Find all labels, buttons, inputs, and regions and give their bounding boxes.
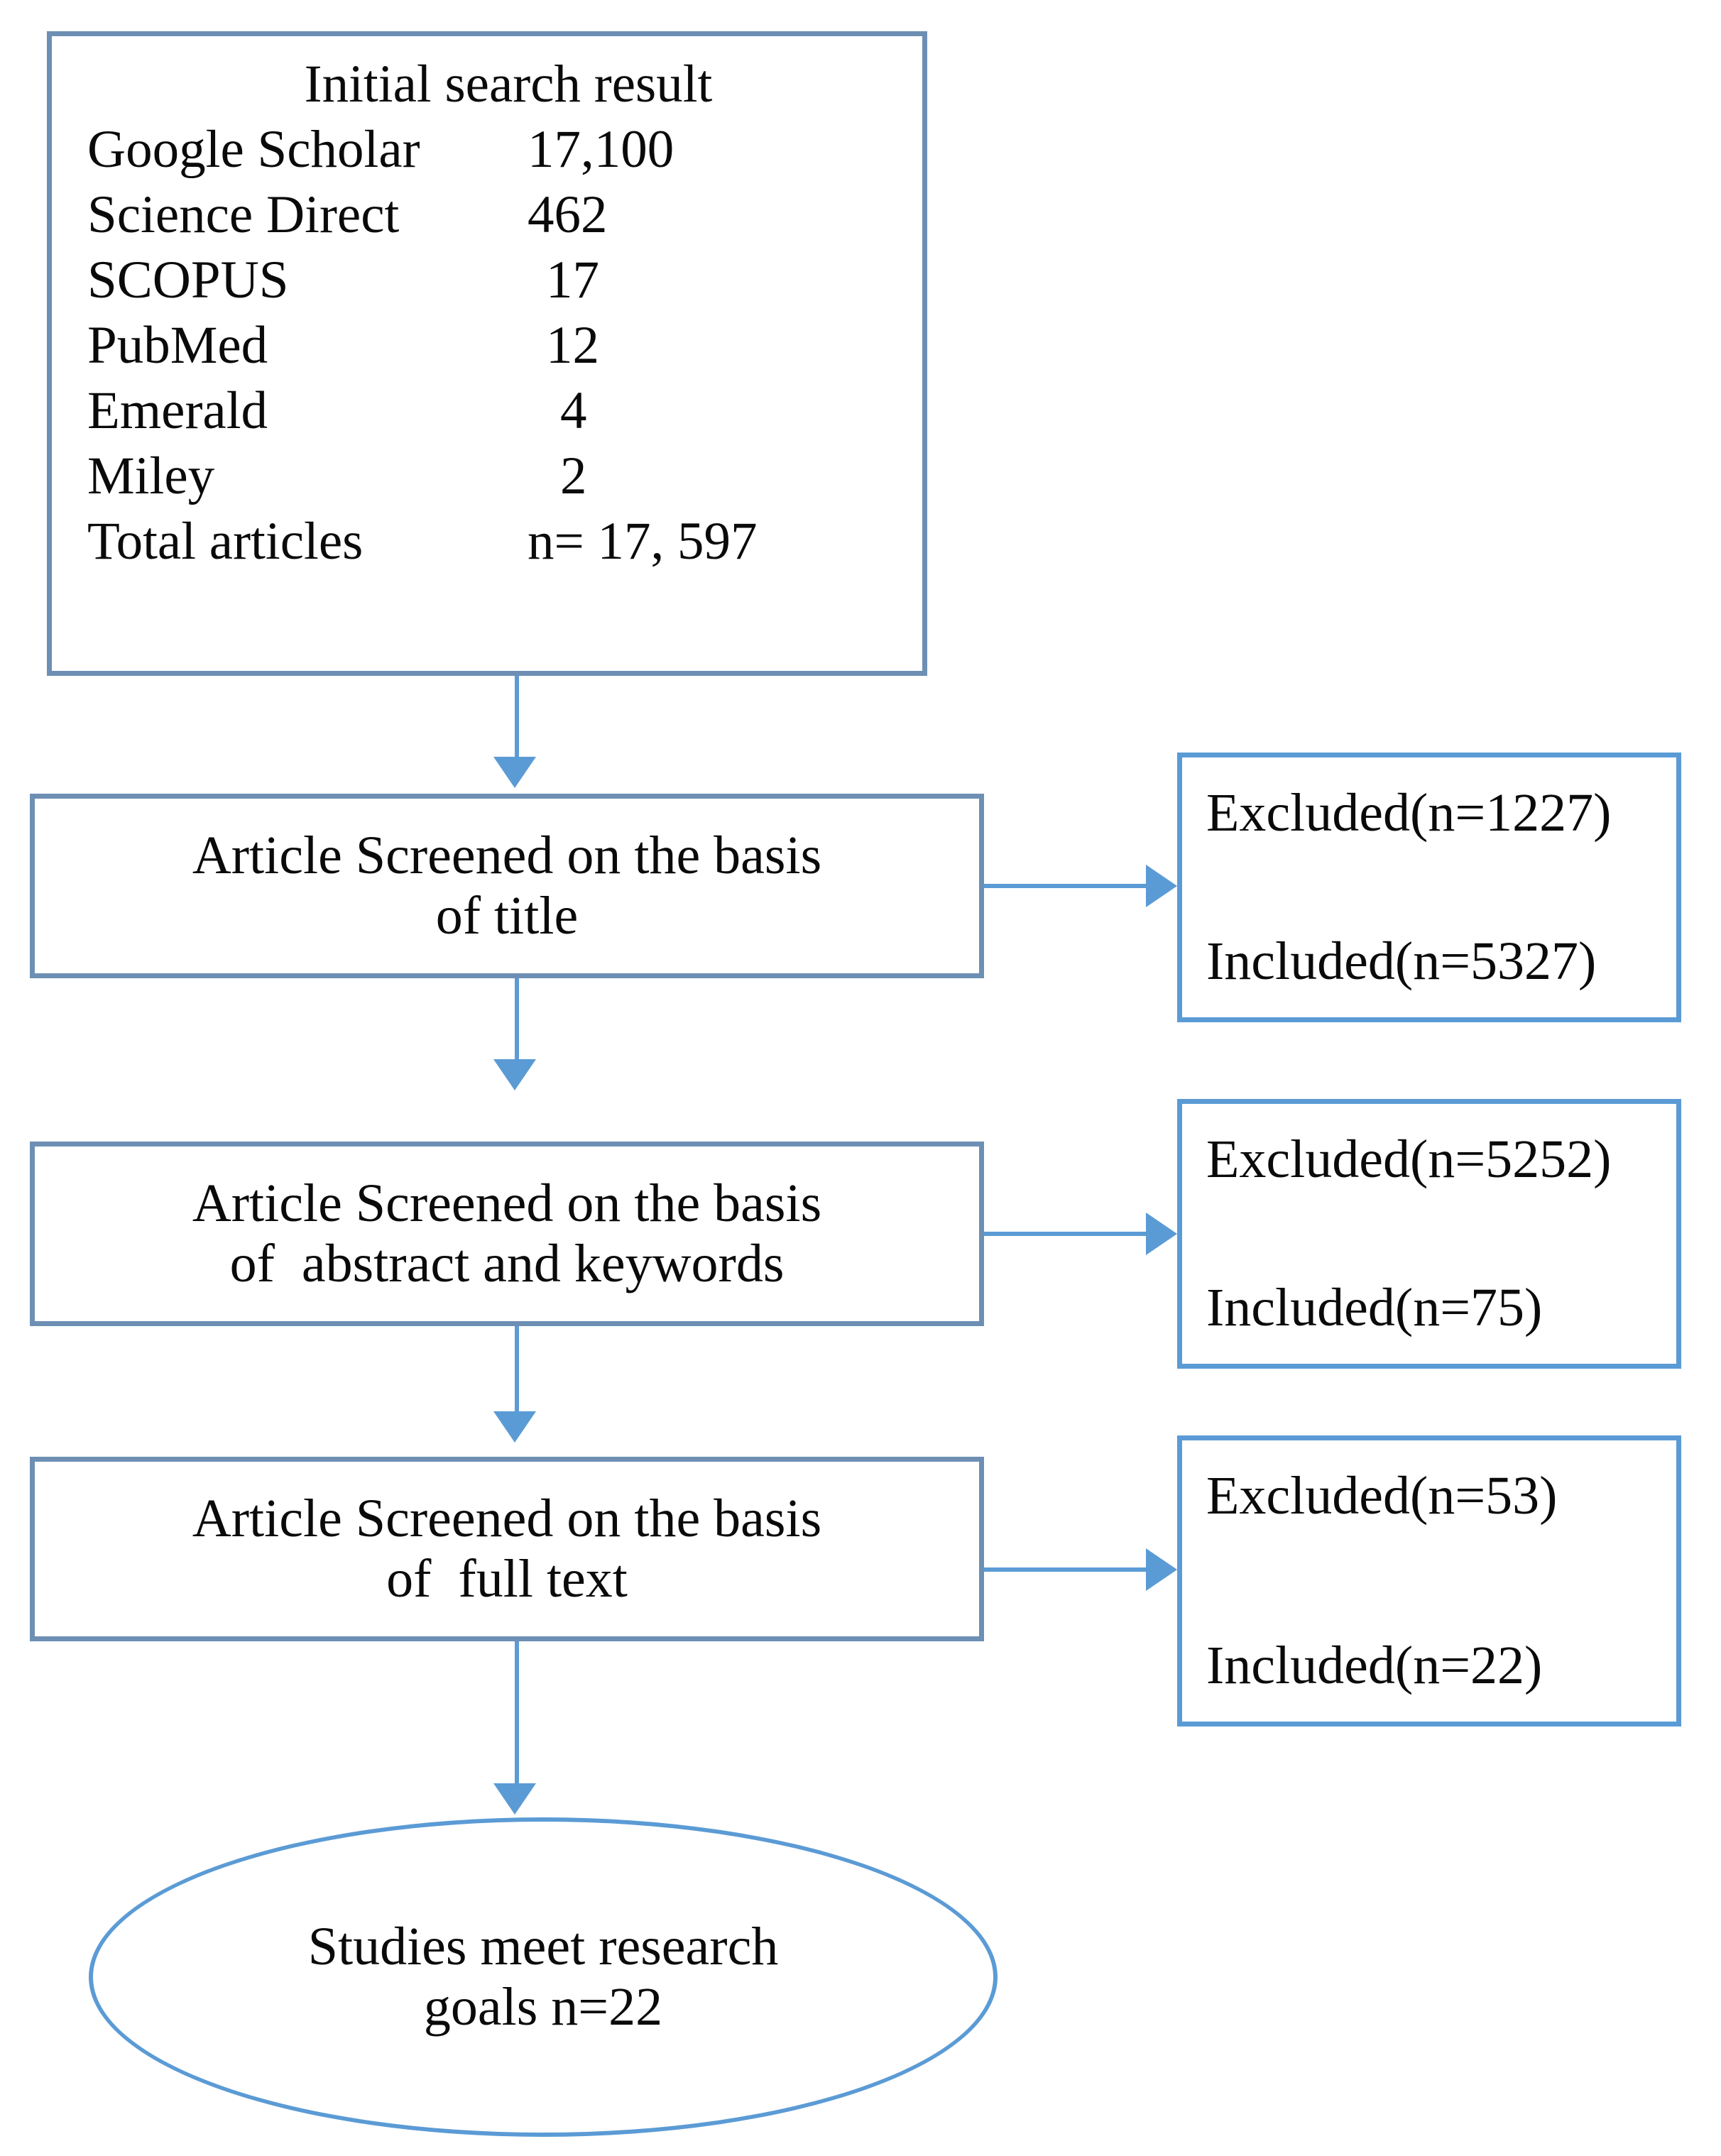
- source-value: 4: [560, 381, 587, 440]
- arrow-right-icon: [1146, 865, 1177, 907]
- source-row: SCOPUS 17: [52, 251, 922, 310]
- source-name: SCOPUS: [87, 251, 289, 310]
- stage-line-2: of full text: [386, 1549, 628, 1609]
- connector-title-to-side: [984, 884, 1154, 888]
- source-value: n= 17, 597: [528, 512, 758, 571]
- source-value: 17: [546, 251, 599, 310]
- excluded-count: Excluded(n=5252): [1206, 1129, 1612, 1189]
- arrow-right-icon: [1146, 1213, 1177, 1255]
- stage-line-1: Article Screened on the basis: [192, 825, 822, 885]
- source-value: 2: [560, 447, 587, 505]
- stage-box-title: Article Screened on the basis of title: [30, 794, 984, 978]
- initial-search-result-box: Initial search result Google Scholar 17,…: [47, 31, 927, 676]
- excluded-count: Excluded(n=53): [1206, 1466, 1558, 1526]
- source-row-total: Total articles n= 17, 597: [52, 512, 922, 571]
- connector-source-to-title: [515, 676, 519, 761]
- source-name: PubMed: [87, 316, 268, 375]
- stage-line-2: of abstract and keywords: [229, 1234, 785, 1293]
- stage-box-fulltext: Article Screened on the basis of full te…: [30, 1457, 984, 1641]
- arrow-right-icon: [1146, 1548, 1177, 1591]
- side-box-abstract-results: Excluded(n=5252) Included(n=75): [1177, 1099, 1681, 1369]
- source-name: Emerald: [87, 381, 268, 440]
- initial-search-result-heading: Initial search result: [304, 55, 713, 114]
- connector-title-to-abstract: [515, 978, 519, 1063]
- source-value: 462: [528, 185, 608, 244]
- connector-abstract-to-side: [984, 1232, 1154, 1236]
- source-row: Emerald 4: [52, 381, 922, 441]
- included-count: Included(n=75): [1206, 1277, 1543, 1337]
- side-box-fulltext-results: Excluded(n=53) Included(n=22): [1177, 1435, 1681, 1727]
- stage-box-abstract: Article Screened on the basis of abstrac…: [30, 1142, 984, 1326]
- source-value: 12: [546, 316, 599, 375]
- source-name: Science Direct: [87, 185, 400, 244]
- source-row: Google Scholar 17,100: [52, 120, 922, 180]
- source-row: Miley 2: [52, 447, 922, 506]
- source-row: PubMed 12: [52, 316, 922, 376]
- source-name: Miley: [87, 447, 215, 505]
- stage-line-1: Article Screened on the basis: [192, 1173, 822, 1233]
- side-box-title-results: Excluded(n=1227) Included(n=5327): [1177, 753, 1681, 1022]
- source-name: Total articles: [87, 512, 364, 571]
- arrow-down-icon: [493, 1059, 536, 1090]
- stage-line-1: Article Screened on the basis: [192, 1488, 822, 1548]
- outcome-line-2: goals n=22: [423, 1977, 663, 2037]
- stage-line-2: of title: [435, 886, 579, 946]
- connector-fulltext-to-side: [984, 1567, 1154, 1572]
- arrow-down-icon: [493, 1783, 536, 1815]
- arrow-down-icon: [493, 757, 536, 788]
- arrow-down-icon: [493, 1411, 536, 1443]
- excluded-count: Excluded(n=1227): [1206, 783, 1612, 843]
- connector-abstract-to-fulltext: [515, 1326, 519, 1416]
- outcome-ellipse: Studies meet research goals n=22: [89, 1817, 998, 2137]
- included-count: Included(n=22): [1206, 1635, 1543, 1695]
- outcome-line-1: Studies meet research: [307, 1916, 779, 1976]
- source-value: 17,100: [528, 120, 674, 179]
- included-count: Included(n=5327): [1206, 931, 1597, 991]
- source-name: Google Scholar: [87, 120, 420, 179]
- connector-fulltext-to-outcome: [515, 1641, 519, 1788]
- source-row: Science Direct 462: [52, 185, 922, 245]
